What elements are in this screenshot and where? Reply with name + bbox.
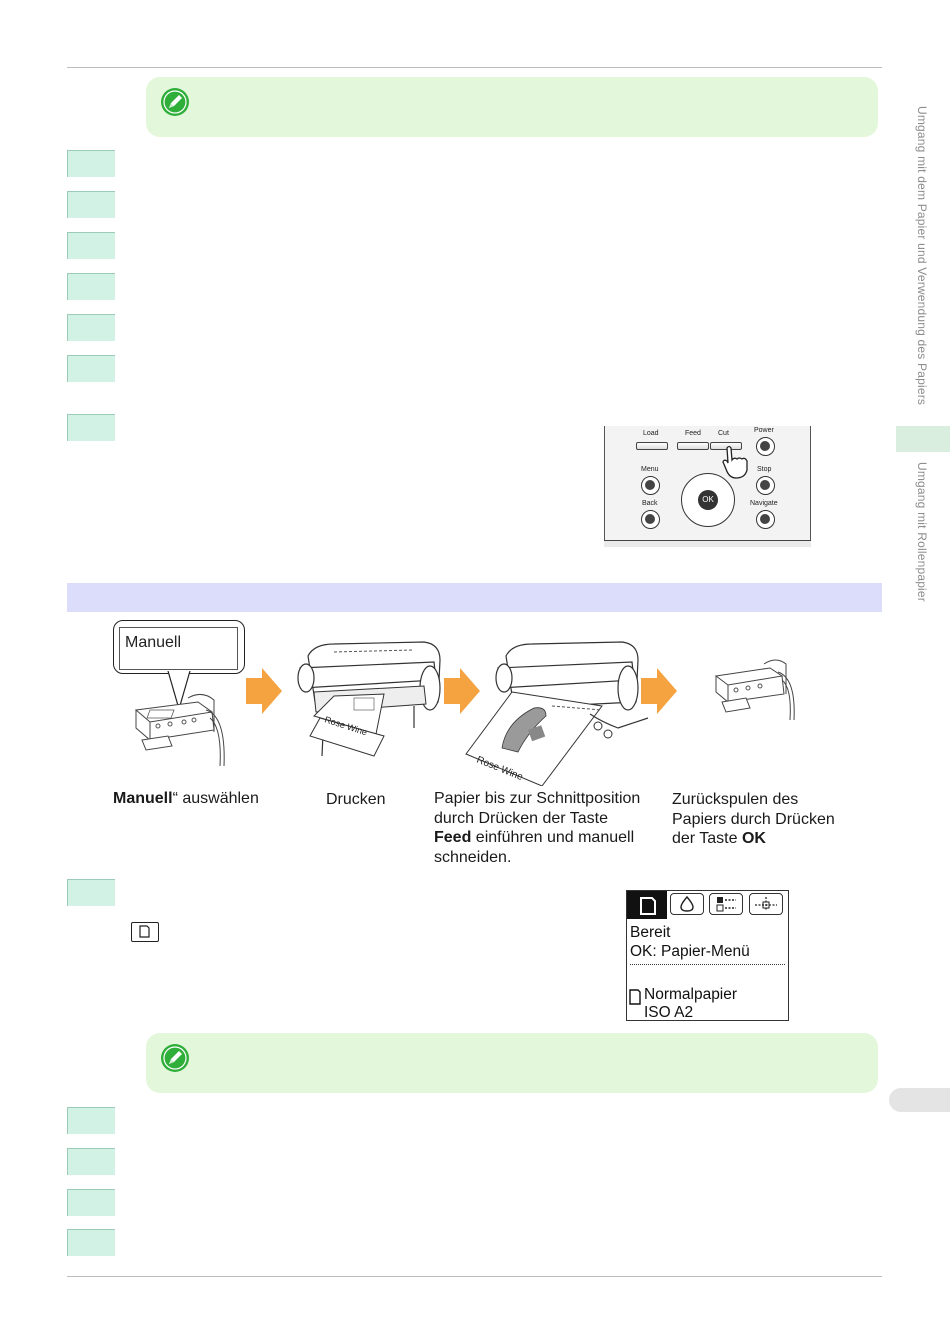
navigate-button[interactable]	[756, 510, 775, 529]
menu-label: Menu	[641, 466, 659, 473]
pencil-note-icon	[161, 88, 189, 116]
step-marker	[67, 414, 115, 441]
flow-arrow-icon	[641, 668, 677, 714]
lcd-hint-line: OK: Papier-Menü	[630, 943, 750, 960]
lcd-paper-size: ISO A2	[644, 1004, 694, 1021]
callout-inner-frame	[119, 627, 238, 670]
side-tab-paper-handling[interactable]: Umgang mit dem Papier und Verwendung des…	[915, 106, 929, 406]
navigation-dial[interactable]: OK	[681, 473, 735, 527]
printer-cutting-illustration: Rose Wine	[465, 641, 649, 786]
pencil-note-icon	[161, 1044, 189, 1072]
header-rule	[67, 67, 882, 68]
job-list-icon	[716, 897, 736, 912]
caption-step-print: Drucken	[326, 791, 386, 808]
section-heading-bar	[67, 583, 882, 612]
stop-label: Stop	[757, 466, 772, 473]
control-panel-base	[604, 540, 811, 547]
navigate-label: Navigate	[750, 500, 778, 507]
paper-type-icon	[629, 989, 641, 1005]
load-label: Load	[643, 430, 659, 437]
lcd-tab-ink[interactable]	[670, 893, 704, 915]
step-marker	[67, 191, 115, 218]
caption-step-select-manual: Manuell“ auswählen	[113, 790, 259, 807]
step-marker	[67, 879, 115, 906]
step-marker	[67, 1107, 115, 1134]
adjust-icon	[755, 897, 777, 911]
caption-step-feed-cut: Papier bis zur Schnittposition durch Drü…	[434, 790, 641, 866]
lcd-display: Bereit OK: Papier-Menü Normalpapier ISO …	[626, 890, 789, 1021]
feed-button[interactable]	[677, 442, 709, 450]
cut-button[interactable]	[710, 442, 742, 450]
printer-panel-sketch	[134, 694, 225, 767]
paper-icon	[640, 897, 656, 915]
step-marker	[67, 150, 115, 177]
menu-button[interactable]	[641, 476, 660, 495]
pointing-hand-icon	[722, 445, 748, 479]
flow-arrow-icon	[246, 668, 282, 714]
lcd-paper-type: Normalpapier	[644, 986, 738, 1003]
step-marker	[67, 232, 115, 259]
flow-arrow-icon	[444, 668, 480, 714]
side-page-tab	[889, 1088, 950, 1112]
ink-drop-icon	[680, 895, 694, 912]
power-button[interactable]	[756, 437, 775, 456]
printer-panel-sketch-rewind	[714, 659, 795, 721]
side-tab-active-marker	[896, 426, 950, 452]
lcd-tab-row	[627, 891, 787, 919]
step-marker	[67, 1229, 115, 1256]
lcd-separator	[630, 964, 785, 965]
lcd-status-line: Bereit	[630, 924, 671, 941]
step-marker	[67, 314, 115, 341]
paper-tab-icon	[131, 922, 159, 942]
note-box	[146, 77, 878, 137]
lcd-tab-settings[interactable]	[749, 893, 783, 915]
power-label: Power	[754, 427, 774, 434]
step-marker	[67, 1189, 115, 1216]
back-button[interactable]	[641, 510, 660, 529]
lcd-tab-job[interactable]	[709, 893, 743, 915]
footer-rule	[67, 1276, 882, 1277]
ok-button[interactable]: OK	[698, 490, 718, 510]
lcd-tab-paper[interactable]	[627, 891, 667, 919]
callout-text: Manuell	[125, 634, 182, 651]
caption-step-rewind: Zurückspulen des Papiers durch Drücken d…	[672, 791, 835, 847]
back-label: Back	[642, 500, 658, 507]
cut-label: Cut	[718, 430, 729, 437]
step-marker	[67, 1148, 115, 1175]
feed-label: Feed	[685, 430, 701, 437]
printer-printing-illustration: Rose Wine	[297, 641, 441, 757]
load-button[interactable]	[636, 442, 668, 450]
side-tab-roll-paper[interactable]: Umgang mit Rollenpapier	[915, 462, 929, 602]
step-marker	[67, 273, 115, 300]
step-marker	[67, 355, 115, 382]
note-box	[146, 1033, 878, 1093]
control-panel-illustration: Load Feed Cut Power Menu Stop Back Navig…	[604, 426, 811, 547]
stop-button[interactable]	[756, 476, 775, 495]
